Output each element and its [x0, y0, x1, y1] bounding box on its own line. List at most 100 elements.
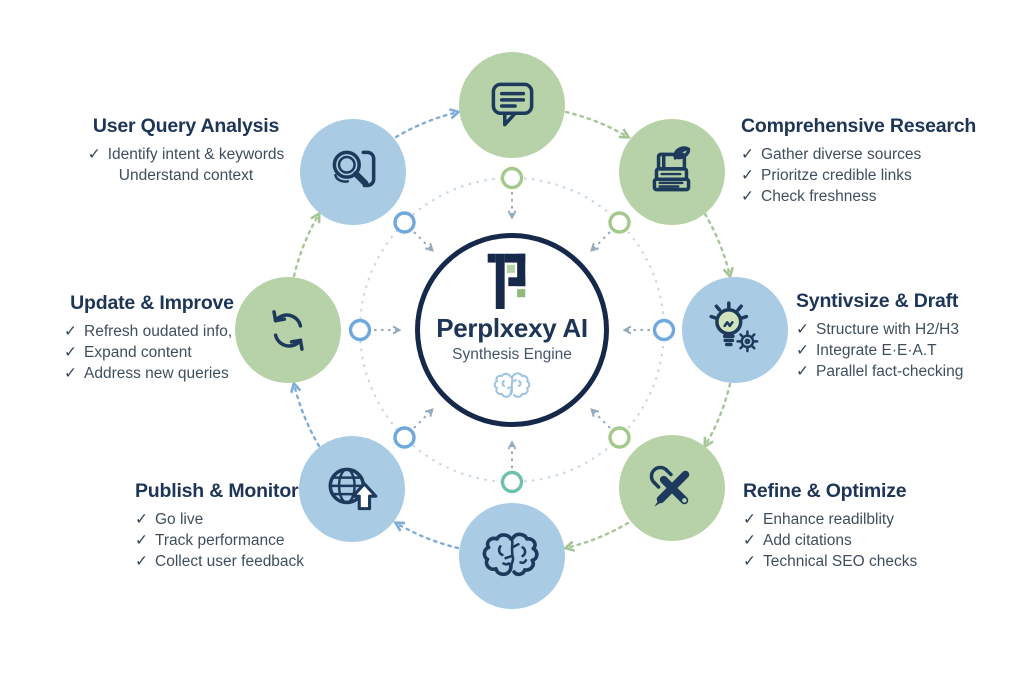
globe-upload-icon	[328, 467, 378, 511]
stage-item: ✓ Expand content	[64, 342, 240, 363]
stage-item-text: Prioritze credible links	[761, 167, 912, 184]
ring-dot-left	[348, 318, 372, 342]
stage-item: ✓ Add citations	[743, 530, 983, 551]
stage-item-text: Technical SEO checks	[763, 553, 918, 570]
stage-item-text: Integrate E·E·A.T	[816, 342, 937, 359]
stage-item: ✓ Enhance readilblity	[743, 509, 983, 530]
stage-item-text: Track performance	[155, 532, 285, 549]
check-icon: ✓	[796, 321, 809, 338]
chat-bubble-icon	[491, 82, 534, 127]
node-synthesize	[682, 277, 788, 383]
stage-title: User Query Analysis	[92, 115, 280, 137]
arc-right-to-bottomright	[705, 382, 732, 446]
stage-synthesize-draft: Syntivsize & Draft ✓ Structure with H2/H3…	[796, 290, 1024, 382]
books-leaf-icon	[652, 146, 691, 192]
check-icon: ✓	[743, 532, 756, 549]
stage-item: ✓ Parallel fact-checking	[796, 361, 1024, 382]
stage-title: Syntivsize & Draft	[796, 290, 959, 312]
ring-dot-top	[500, 166, 524, 190]
hub-subtitle: Synthesis Engine	[452, 346, 572, 363]
check-icon: ✓	[796, 342, 809, 359]
check-icon: ✓	[135, 532, 148, 549]
stage-item: Understand context	[36, 165, 336, 186]
node-generate	[459, 503, 565, 609]
brain-icon	[493, 372, 531, 398]
stage-item-text: Address new queries	[84, 365, 229, 382]
stage-item: ✓ Go live	[135, 509, 375, 530]
stage-user-query-analysis: User Query Analysis ✓Identify intent & k…	[36, 115, 336, 186]
inward-arrow-topright	[592, 231, 611, 250]
arc-bottomright-to-bottom	[566, 521, 630, 548]
inward-arrow-bottomleft	[413, 410, 432, 429]
stage-item: ✓ Refresh oudated info,	[64, 321, 240, 342]
arc-left-to-topleft	[292, 214, 319, 278]
hub-title: Perplxexy AI	[436, 313, 588, 343]
inward-arrow-bottomright	[592, 410, 611, 429]
stage-comprehensive-research: Comprehensive Research ✓ Gather diverse s…	[741, 115, 991, 207]
stage-item-text: Understand context	[118, 167, 254, 184]
node-query-analysis	[300, 119, 406, 225]
brain-icon	[482, 532, 539, 577]
stage-item-text: Check freshness	[761, 188, 877, 205]
lightbulb-gear-icon	[709, 301, 759, 353]
stage-item-text: Go live	[155, 511, 204, 528]
stage-title: Comprehensive Research	[741, 115, 977, 137]
stage-item: ✓Identify intent & keywords	[36, 144, 336, 165]
check-icon: ✓	[796, 363, 809, 380]
check-icon: ✓	[743, 553, 756, 570]
check-icon: ✓	[135, 553, 148, 570]
ring-dot-topright	[608, 211, 631, 234]
node-publish	[299, 436, 405, 542]
check-icon: ✓	[743, 511, 756, 528]
arc-topleft-to-top	[394, 112, 458, 139]
arc-bottom-to-bottomleft	[396, 523, 460, 550]
ring-dot-bottom	[500, 470, 524, 494]
stage-item-text: Parallel fact-checking	[816, 363, 964, 380]
stage-item-text: Identify intent & keywords	[107, 146, 285, 163]
node-refine	[619, 435, 725, 541]
stage-publish-monitor: Publish & Monitor ✓ Go live ✓ Track perfor…	[135, 480, 375, 572]
stage-item: ✓ Technical SEO checks	[743, 551, 983, 572]
refresh-icon	[272, 310, 304, 351]
tools-icon	[649, 465, 690, 507]
ring-dot-bottomleft	[393, 426, 416, 449]
stage-item-text: Add citations	[763, 532, 852, 549]
stage-title: Refine & Optimize	[743, 480, 907, 502]
arc-bottomleft-to-left	[294, 384, 321, 448]
stage-item-text: Collect user feedback	[155, 553, 305, 570]
check-icon: ✓	[741, 188, 754, 205]
stage-item: ✓ Track performance	[135, 530, 375, 551]
stage-refine-optimize: Refine & Optimize ✓ Enhance readilblity ✓…	[743, 480, 983, 572]
stage-item-text: Enhance readilblity	[763, 511, 894, 528]
stage-item: ✓ Address new queries	[64, 363, 240, 384]
check-icon: ✓	[64, 344, 77, 361]
check-icon: ✓	[64, 365, 77, 382]
stage-item: ✓ Prioritze credible links	[741, 165, 991, 186]
node-user-query	[459, 52, 565, 158]
node-update	[235, 277, 341, 383]
inward-arrow-topleft	[413, 231, 432, 250]
magnifier-icon	[332, 150, 376, 188]
stage-item-text: Gather diverse sources	[761, 146, 922, 163]
check-icon: ✓	[741, 167, 754, 184]
check-icon: ✓	[135, 511, 148, 528]
ring-dot-right	[652, 318, 676, 342]
stage-item: ✓ Gather diverse sources	[741, 144, 991, 165]
stage-item: ✓ Integrate E·E·A.T	[796, 340, 1024, 361]
check-icon: ✓	[741, 146, 754, 163]
ring-dot-topleft	[393, 211, 416, 234]
check-icon: ✓	[64, 323, 77, 340]
stage-item-text: Structure with H2/H3	[816, 321, 959, 338]
node-research	[619, 119, 725, 225]
arc-topright-to-right	[703, 212, 730, 276]
ring-dot-bottomright	[608, 426, 631, 449]
stage-update-improve: Update & Improve ✓Refresh oudated info, …	[64, 292, 240, 384]
stage-item: ✓ Collect user feedback	[135, 551, 375, 572]
stage-item-text: Refresh oudated info,	[84, 323, 233, 340]
stage-item-text: Expand content	[84, 344, 192, 361]
arc-top-to-topright	[564, 110, 628, 137]
stage-title: Update & Improve	[70, 292, 234, 314]
stage-title: Publish & Monitor	[135, 480, 299, 502]
